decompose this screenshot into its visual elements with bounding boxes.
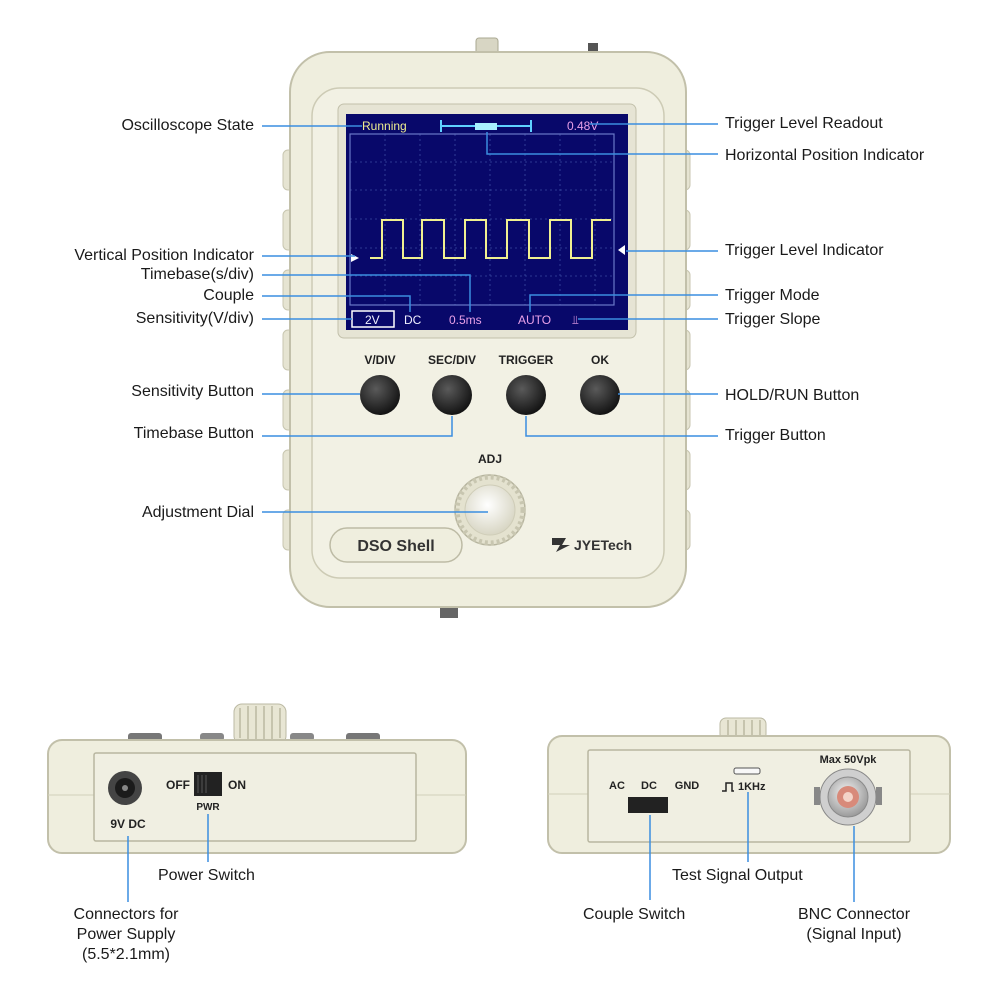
bnc-line-1: BNC Connector (797, 906, 911, 923)
callout-couple: Couple (203, 287, 254, 304)
screen-state-text: Running (362, 119, 407, 133)
screen-sensitivity-text: 2V (365, 313, 380, 327)
callout-trigger-mode: Trigger Mode (725, 287, 820, 304)
callout-hold-run-button: HOLD/RUN Button (725, 387, 860, 404)
callout-sensitivity-button: Sensitivity Button (131, 383, 254, 400)
callout-power-supply: Connectors for Power Supply (5.5*2.1mm) (40, 905, 212, 965)
test-signal-label: 1KHz (738, 781, 766, 793)
dc-label: DC (641, 780, 657, 792)
dc-jack-label: 9V DC (110, 817, 146, 831)
screen-trigger-slope-text: ⫫ (572, 313, 579, 327)
trigger-label: TRIGGER (499, 353, 554, 367)
vdiv-button[interactable] (360, 375, 400, 415)
screen-trigger-mode-text: AUTO (518, 313, 551, 327)
max-voltage-label: Max 50Vpk (820, 754, 878, 766)
callout-timebase-sdiv: Timebase(s/div) (140, 266, 254, 283)
callout-test-signal-output: Test Signal Output (672, 867, 803, 884)
screen-timebase-text: 0.5ms (449, 313, 482, 327)
off-label: OFF (166, 778, 190, 792)
secdiv-label: SEC/DIV (428, 353, 476, 367)
square-wave-icon (722, 782, 734, 792)
jyetech-logo-icon (552, 538, 570, 552)
couple-switch[interactable] (628, 797, 668, 813)
trigger-button[interactable] (506, 375, 546, 415)
callout-trigger-button: Trigger Button (725, 427, 826, 444)
power-supply-line-3: (5.5*2.1mm) (81, 946, 171, 963)
callout-horizontal-position: Horizontal Position Indicator (725, 147, 925, 164)
model-name: DSO Shell (357, 538, 434, 555)
pwr-label: PWR (196, 802, 220, 813)
bnc-line-2: (Signal Input) (806, 926, 902, 943)
callout-sensitivity-vdiv: Sensitivity(V/div) (135, 310, 254, 327)
callout-trigger-level-readout: Trigger Level Readout (725, 115, 883, 132)
callout-bnc-connector: BNC Connector (Signal Input) (774, 905, 934, 945)
secdiv-button[interactable] (432, 375, 472, 415)
trigger-level-marker (618, 245, 625, 255)
gnd-label: GND (675, 780, 700, 792)
screen-trigger-level-text: 0.48V (567, 119, 598, 133)
ac-label: AC (609, 780, 625, 792)
power-supply-line-1: Connectors for (73, 906, 179, 923)
callout-couple-switch: Couple Switch (583, 906, 686, 923)
leader-lines (127, 123, 855, 902)
test-signal-pin[interactable] (733, 767, 761, 775)
vdiv-label: V/DIV (364, 353, 395, 367)
screen-couple-text: DC (404, 313, 422, 327)
front-device (282, 37, 691, 618)
power-switch[interactable] (194, 772, 222, 796)
power-supply-line-2: Power Supply (76, 926, 176, 943)
horizontal-position-marker (475, 123, 497, 130)
ok-button[interactable] (580, 375, 620, 415)
brand-name: JYETech (574, 537, 632, 553)
callout-trigger-slope: Trigger Slope (725, 311, 821, 328)
callout-vertical-position: Vertical Position Indicator (74, 247, 254, 264)
model-badge (329, 527, 463, 563)
adj-label: ADJ (478, 452, 502, 466)
waveform-trace (370, 219, 611, 259)
callout-oscilloscope-state: Oscilloscope State (121, 117, 254, 134)
callout-power-switch: Power Switch (158, 867, 255, 884)
callout-adjustment-dial: Adjustment Dial (141, 504, 254, 521)
on-label: ON (228, 778, 246, 792)
left-side-device (47, 703, 467, 854)
callout-trigger-level-indicator: Trigger Level Indicator (725, 242, 884, 259)
callout-timebase-button: Timebase Button (133, 425, 254, 442)
ok-label: OK (591, 353, 609, 367)
